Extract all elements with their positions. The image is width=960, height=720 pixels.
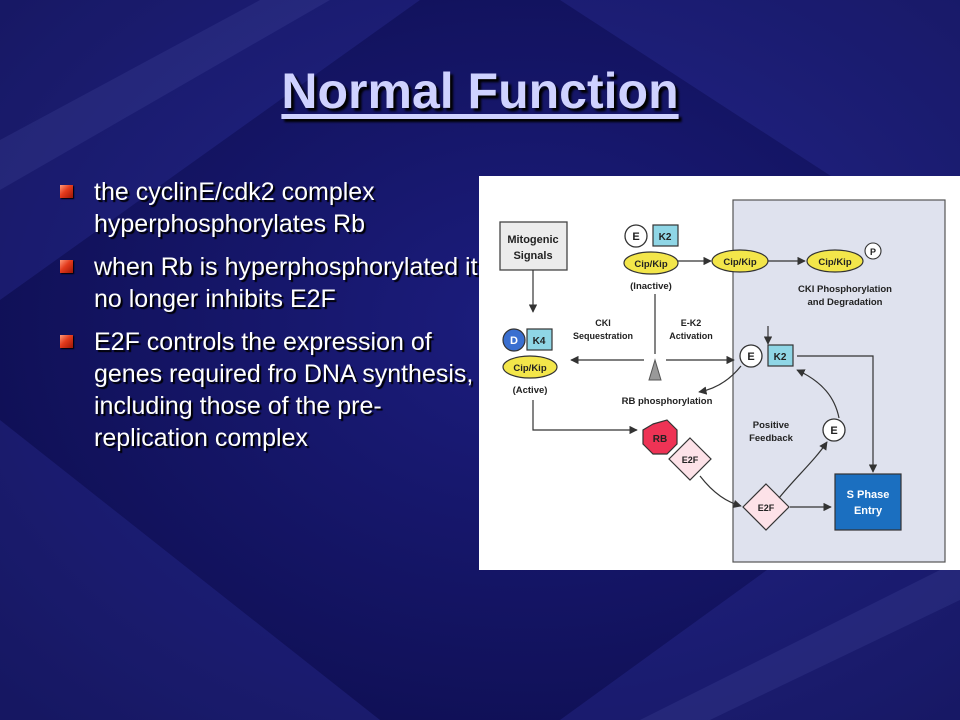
- svg-text:Cip/Kip: Cip/Kip: [723, 257, 756, 268]
- svg-text:E: E: [747, 351, 754, 363]
- phosphorylated-cip-kip: Cip/Kip P: [806, 242, 882, 273]
- bullet-text: E2F controls the expression of genes req…: [94, 328, 474, 452]
- mitogenic-signals-box: Mitogenic Signals: [499, 221, 568, 271]
- svg-text:K2: K2: [659, 232, 672, 243]
- bullet-square-icon: [60, 185, 73, 198]
- active-cyclin-d-cdk4-complex: D K4 Cip/Kip (Active): [502, 328, 558, 396]
- positive-feedback-label: Positive: [753, 420, 789, 431]
- svg-text:Entry: Entry: [854, 505, 883, 517]
- cki-degradation-label: and Degradation: [808, 297, 883, 308]
- free-cip-kip: Cip/Kip: [711, 249, 769, 273]
- bullet-text: the cyclinE/cdk2 complex hyperphosphoryl…: [94, 178, 375, 238]
- bullet-item: the cyclinE/cdk2 complex hyperphosphoryl…: [58, 176, 478, 240]
- s-phase-entry-box: S Phase Entry: [834, 473, 902, 531]
- svg-text:K4: K4: [533, 336, 546, 347]
- rb-protein: RB: [642, 419, 678, 455]
- svg-text:E2F: E2F: [682, 455, 699, 465]
- svg-text:E2F: E2F: [758, 503, 775, 513]
- diagram-arrows: [528, 256, 878, 512]
- balance-fulcrum: [648, 358, 662, 381]
- svg-text:(Inactive): (Inactive): [630, 281, 672, 292]
- e2f-free-diamond: E2F: [742, 483, 790, 531]
- slide-title: Normal Function: [281, 63, 679, 119]
- cki-degradation-label: CKI Phosphorylation: [798, 284, 892, 295]
- svg-text:Cip/Kip: Cip/Kip: [818, 257, 851, 268]
- ek2-activation-label: Activation: [669, 331, 713, 341]
- svg-text:K2: K2: [774, 352, 787, 363]
- svg-text:Signals: Signals: [513, 250, 552, 262]
- e2f-bound-diamond: E2F: [668, 437, 712, 481]
- inactive-cyclin-e-cdk2-complex: E K2 Cip/Kip (Inactive): [623, 224, 679, 292]
- bullet-item: when Rb is hyperphosphorylated it no lon…: [58, 251, 478, 315]
- cki-sequestration-label: CKI: [595, 318, 611, 328]
- svg-text:P: P: [870, 247, 876, 257]
- svg-text:Cip/Kip: Cip/Kip: [634, 259, 667, 270]
- svg-text:E: E: [632, 231, 639, 243]
- bullet-item: E2F controls the expression of genes req…: [58, 326, 478, 454]
- svg-text:S Phase: S Phase: [847, 489, 890, 501]
- cki-sequestration-label: Sequestration: [573, 331, 633, 341]
- bullet-square-icon: [60, 335, 73, 348]
- bullet-text: when Rb is hyperphosphorylated it no lon…: [94, 253, 478, 313]
- svg-text:Mitogenic: Mitogenic: [507, 234, 558, 246]
- ek2-activation-label: E-K2: [681, 318, 702, 328]
- bullet-square-icon: [60, 260, 73, 273]
- cyclin-e-feedback: E: [822, 418, 846, 442]
- bullet-list: the cyclinE/cdk2 complex hyperphosphoryl…: [58, 176, 478, 465]
- cell-cycle-diagram: Mitogenic Signals E K2 Cip/Kip (Inactive…: [479, 176, 960, 570]
- nuclear-cyclin-e-cdk2-complex: E K2: [739, 344, 794, 368]
- svg-text:D: D: [510, 335, 518, 347]
- rb-phosphorylation-label: RB phosphorylation: [622, 396, 713, 407]
- svg-text:RB: RB: [653, 434, 667, 445]
- positive-feedback-label: Feedback: [749, 433, 794, 444]
- svg-text:E: E: [830, 425, 837, 437]
- svg-text:(Active): (Active): [513, 385, 548, 396]
- svg-text:Cip/Kip: Cip/Kip: [513, 363, 546, 374]
